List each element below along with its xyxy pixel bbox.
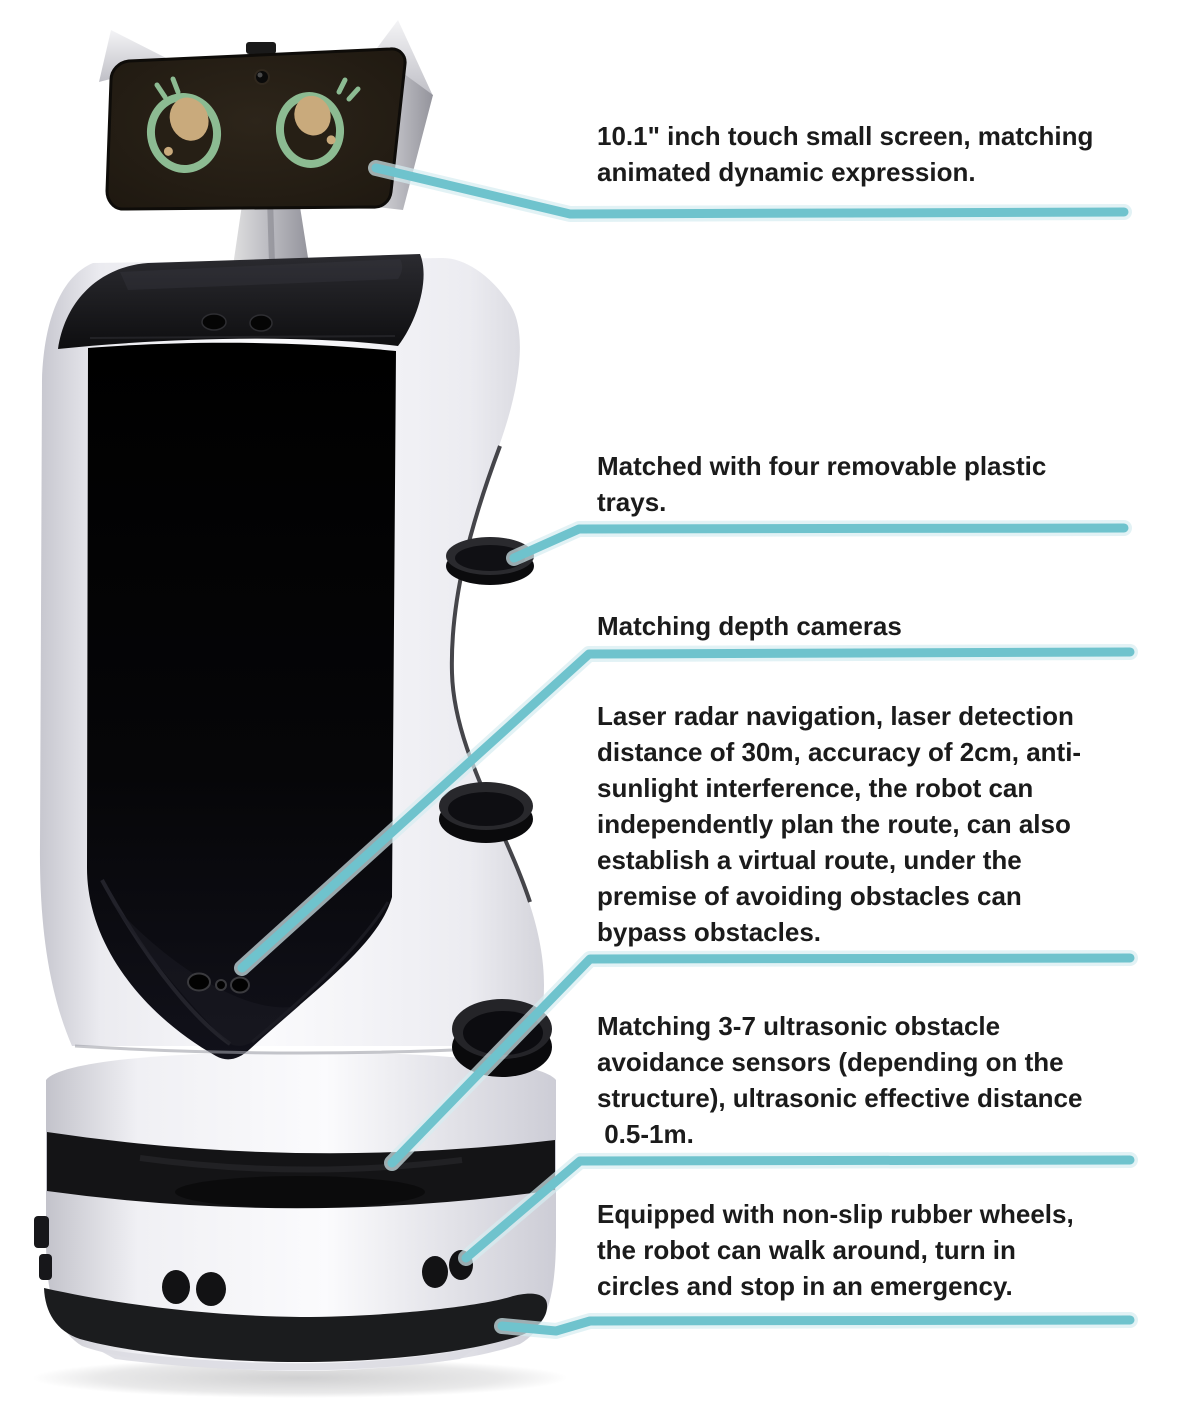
annotation-text-line: avoidance sensors (depending on the [597, 1047, 1064, 1077]
annotation-text-line: circles and stop in an emergency. [597, 1271, 1013, 1301]
callout-lines [234, 160, 1138, 1339]
base-bottom-lip [95, 1348, 475, 1371]
bumper [44, 1288, 548, 1362]
body-top-cap [58, 254, 424, 349]
front-camera-icon [201, 313, 227, 331]
annotation-text-line: 10.1" inch touch small screen, matching [597, 121, 1094, 151]
depth-camera-icon [187, 972, 211, 992]
front-camera-icon [249, 314, 273, 332]
annotation-text-line: establish a virtual route, under the [597, 845, 1022, 875]
robot-body [39, 254, 545, 1060]
annotation-text-line: independently plan the route, can also [597, 809, 1071, 839]
robot-eye-right [275, 92, 345, 168]
power-switch [34, 1216, 49, 1248]
annotation-text-line: Laser radar navigation, laser detection [597, 701, 1074, 731]
annotation-text-line: Matching 3-7 ultrasonic obstacle [597, 1011, 1001, 1041]
annotation-text-line: Matching depth cameras [597, 611, 902, 641]
annotation-text-line: premise of avoiding obstacles can [597, 881, 1022, 911]
robot-head [99, 20, 433, 266]
robot-eye-left [146, 93, 222, 173]
body-screen [87, 342, 396, 1060]
head-top-nub [246, 42, 276, 54]
annotation-trays: Matched with four removable plastic tray… [597, 448, 1046, 520]
annotation-text-line: 0.5-1m. [597, 1119, 694, 1149]
tray-2 [439, 782, 533, 843]
callout-line-depth-cameras [234, 644, 1138, 976]
annotation-touch-screen: 10.1" inch touch small screen, matching … [597, 118, 1093, 190]
annotation-text-line: Matched with four removable plastic [597, 451, 1047, 481]
robot-eyes [146, 76, 361, 173]
ultrasonic-sensor [162, 1270, 190, 1304]
annotation-text-line: structure), ultrasonic effective distanc… [597, 1083, 1083, 1113]
annotation-text-line: trays. [597, 487, 667, 517]
depth-camera-cluster [187, 972, 250, 994]
callout-line-ultrasonic [458, 1152, 1138, 1266]
annotation-ultrasonic: Matching 3-7 ultrasonic obstacle avoidan… [597, 1008, 1082, 1152]
annotation-text-line: sunlight interference, the robot can [597, 773, 1034, 803]
annotation-text-line: distance of 30m, accuracy of 2cm, anti- [597, 737, 1082, 767]
depth-camera-icon [230, 976, 250, 994]
side-port [39, 1254, 52, 1280]
annotation-depth-cameras: Matching depth cameras [597, 608, 902, 644]
ultrasonic-sensor [422, 1256, 448, 1288]
annotation-laser-radar: Laser radar navigation, laser detection … [597, 698, 1081, 950]
annotation-wheels: Equipped with non-slip rubber wheels, th… [597, 1196, 1074, 1304]
robot-base [34, 1052, 556, 1371]
depth-camera-icon [215, 979, 227, 991]
head-camera-icon [254, 69, 270, 85]
ground-shadow [32, 1358, 568, 1398]
annotation-text-line: Equipped with non-slip rubber wheels, [597, 1199, 1074, 1229]
callout-line-touch-screen [368, 160, 1132, 222]
callout-line-laser-radar [384, 950, 1138, 1171]
annotation-text-line: bypass obstacles. [597, 917, 821, 947]
annotation-text-line: animated dynamic expression. [597, 157, 976, 187]
ultrasonic-sensor [196, 1272, 226, 1306]
callout-line-wheels [494, 1312, 1138, 1339]
laser-radar-band [47, 1132, 555, 1209]
callout-line-trays [506, 520, 1132, 566]
annotation-text-line: the robot can walk around, turn in [597, 1235, 1016, 1265]
